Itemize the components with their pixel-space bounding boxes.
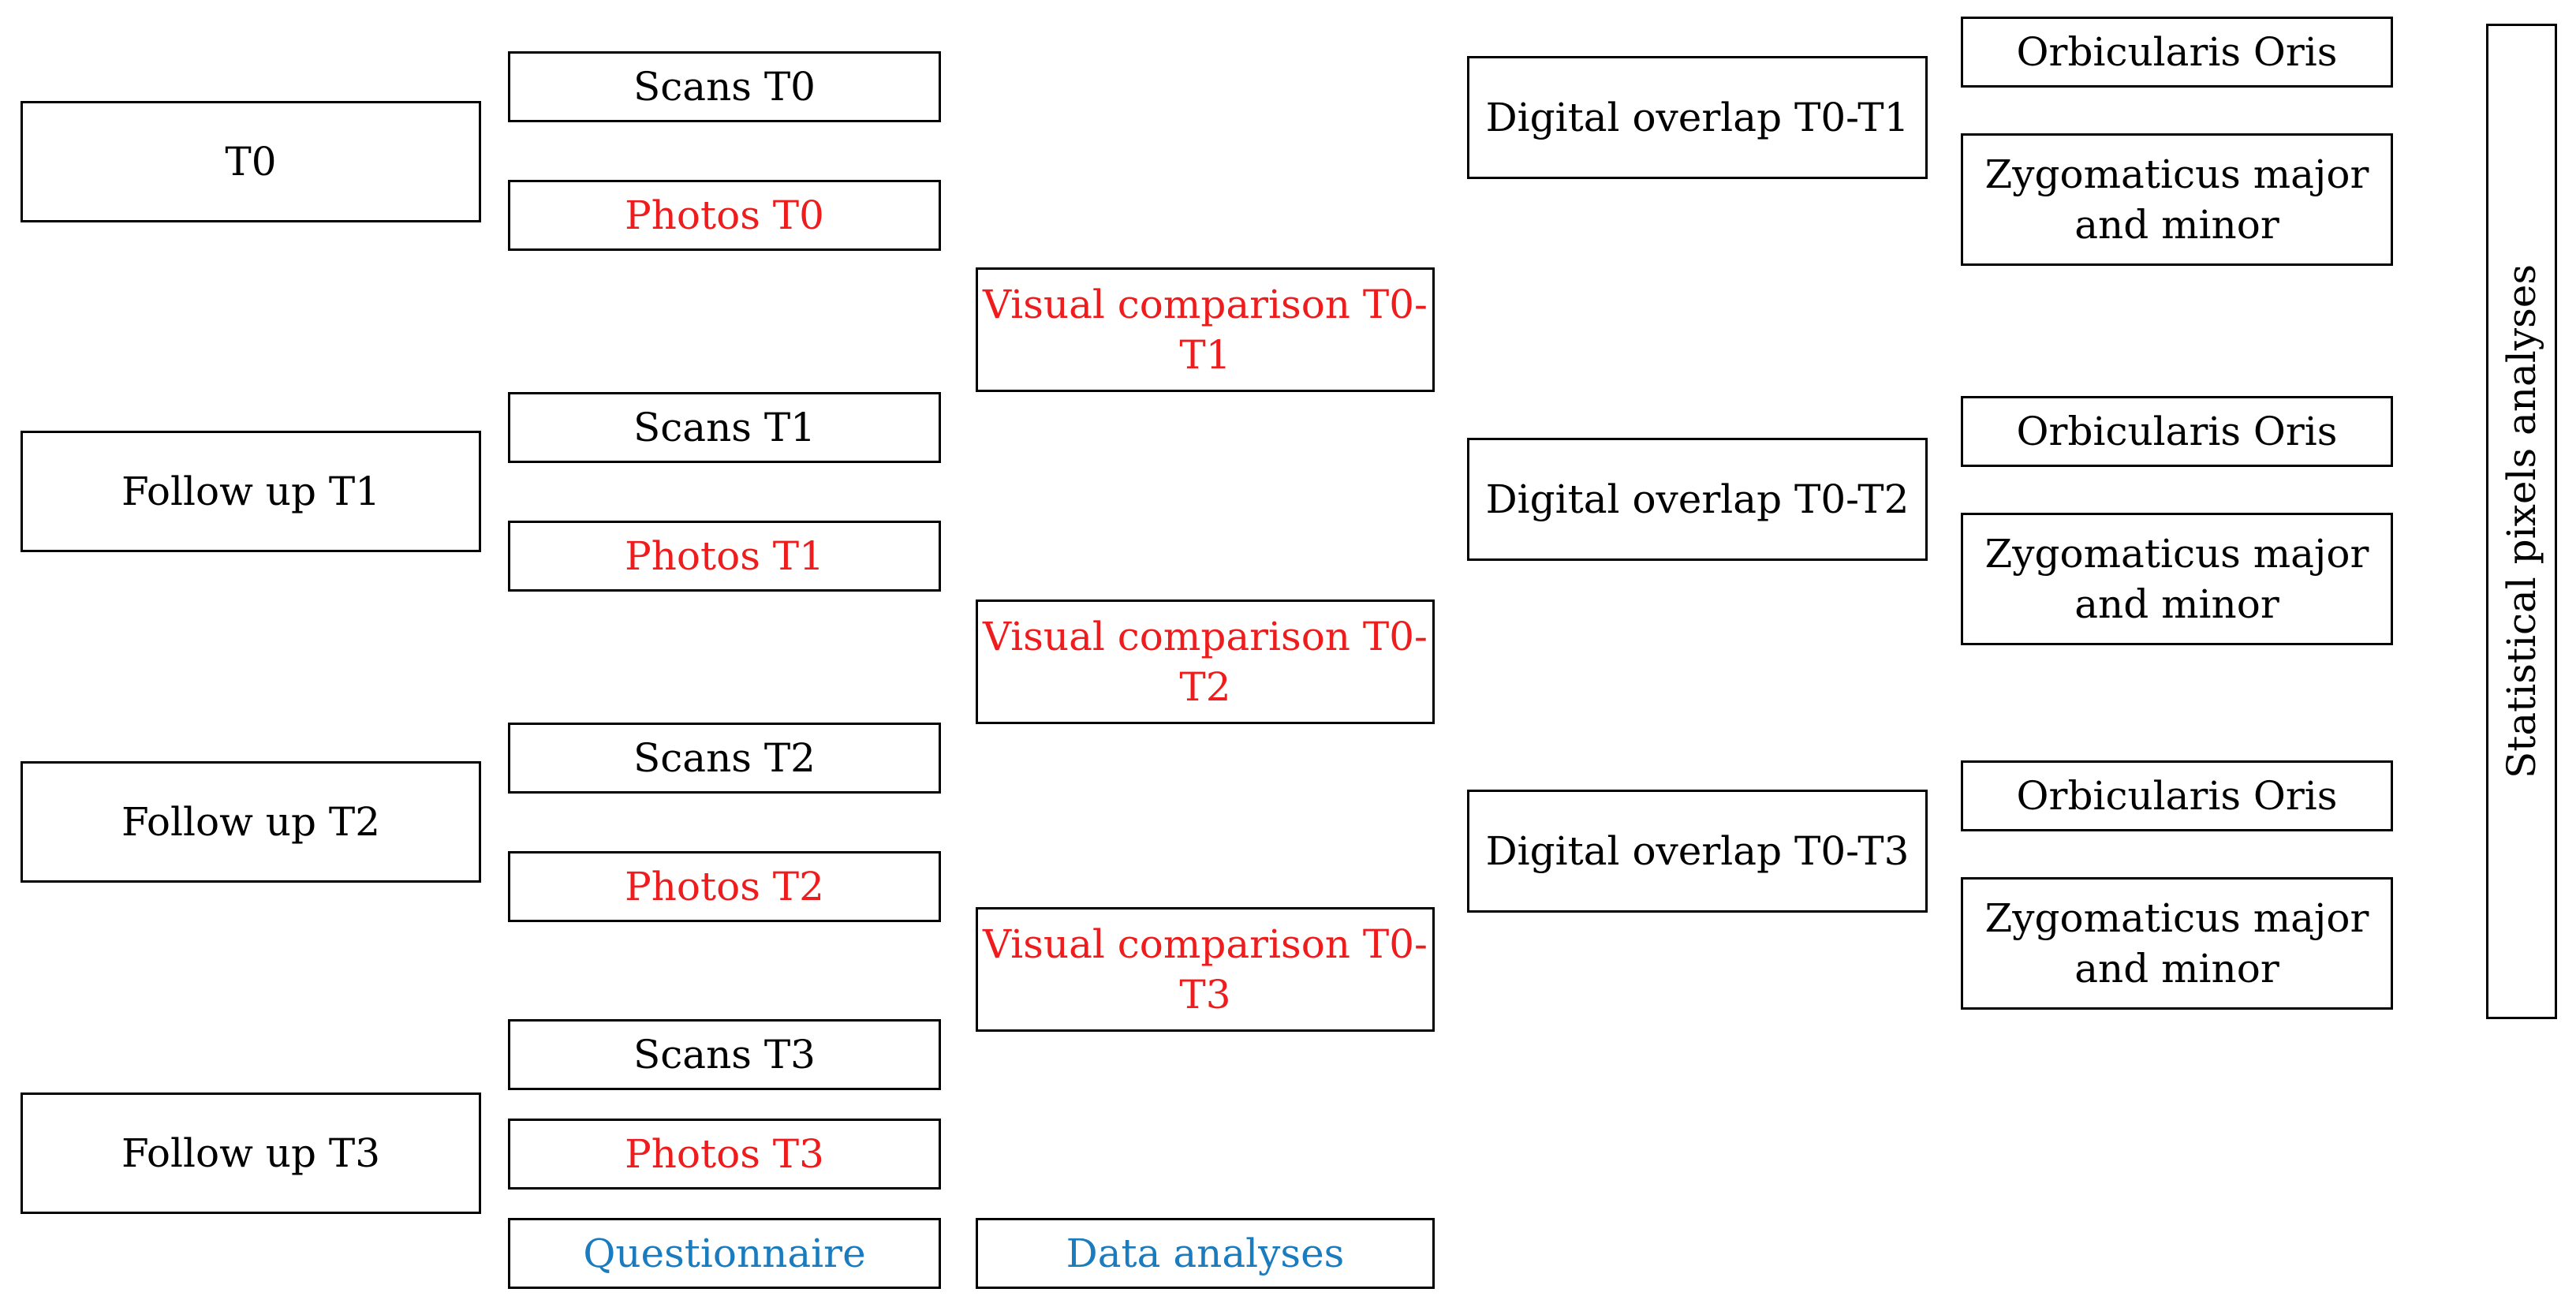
orbicularis-oris-3: Orbicularis Oris xyxy=(1961,760,2393,831)
data-analyses-box: Data analyses xyxy=(976,1218,1435,1289)
photos-t3-box: Photos T3 xyxy=(508,1119,941,1190)
orbicularis-oris-3-label: Orbicularis Oris xyxy=(2016,773,2338,819)
digital-overlap-t0-t3: Digital overlap T0-T3 xyxy=(1467,790,1928,913)
scans-t0-box: Scans T0 xyxy=(508,51,941,122)
timepoint-follow-up-t1: Follow up T1 xyxy=(21,431,481,552)
photos-t0-label: Photos T0 xyxy=(625,192,824,238)
digital-overlap-t0-t2-label: Digital overlap T0-T2 xyxy=(1485,476,1910,522)
timepoint-follow-up-t2: Follow up T2 xyxy=(21,761,481,883)
digital-overlap-t0-t2: Digital overlap T0-T2 xyxy=(1467,438,1928,561)
scans-t0-label: Scans T0 xyxy=(633,64,816,110)
digital-overlap-t0-t1: Digital overlap T0-T1 xyxy=(1467,56,1928,179)
visual-comparison-t0-t1-label: Visual comparison T0-T1 xyxy=(983,282,1428,378)
timepoint-follow-up-t3-label: Follow up T3 xyxy=(121,1130,381,1176)
photos-t2-label: Photos T2 xyxy=(625,864,824,909)
photos-t1-box: Photos T1 xyxy=(508,521,941,592)
visual-comparison-t0-t3-label: Visual comparison T0-T3 xyxy=(983,921,1428,1018)
statistical-pixels-analyses-box: Statistical pixels analyses xyxy=(2486,24,2557,1019)
visual-comparison-t0-t2-label: Visual comparison T0-T2 xyxy=(983,614,1428,710)
data-analyses-label: Data analyses xyxy=(1066,1231,1345,1276)
timepoint-follow-up-t3: Follow up T3 xyxy=(21,1092,481,1214)
orbicularis-oris-2: Orbicularis Oris xyxy=(1961,396,2393,467)
digital-overlap-t0-t1-label: Digital overlap T0-T1 xyxy=(1485,95,1910,140)
orbicularis-oris-1: Orbicularis Oris xyxy=(1961,17,2393,88)
photos-t2-box: Photos T2 xyxy=(508,851,941,922)
photos-t1-label: Photos T1 xyxy=(625,533,824,579)
orbicularis-oris-2-label: Orbicularis Oris xyxy=(2016,409,2338,454)
photos-t3-label: Photos T3 xyxy=(625,1131,824,1177)
scans-t3-label: Scans T3 xyxy=(633,1032,816,1078)
visual-comparison-t0-t2: Visual comparison T0-T2 xyxy=(976,599,1435,724)
photos-t0-box: Photos T0 xyxy=(508,180,941,251)
digital-overlap-t0-t3-label: Digital overlap T0-T3 xyxy=(1485,828,1910,874)
statistical-pixels-analyses-label: Statistical pixels analyses xyxy=(2499,264,2544,779)
scans-t1-box: Scans T1 xyxy=(508,392,941,463)
scans-t1-label: Scans T1 xyxy=(633,405,816,450)
timepoint-t0: T0 xyxy=(21,101,481,222)
questionnaire-label: Questionnaire xyxy=(583,1231,866,1276)
timepoint-follow-up-t1-label: Follow up T1 xyxy=(121,469,381,514)
timepoint-follow-up-t2-label: Follow up T2 xyxy=(121,799,381,845)
scans-t2-box: Scans T2 xyxy=(508,723,941,794)
visual-comparison-t0-t3: Visual comparison T0-T3 xyxy=(976,907,1435,1032)
timepoint-t0-label: T0 xyxy=(225,139,277,185)
scans-t2-label: Scans T2 xyxy=(633,735,816,781)
questionnaire-box: Questionnaire xyxy=(508,1218,941,1289)
scans-t3-box: Scans T3 xyxy=(508,1019,941,1090)
visual-comparison-t0-t1: Visual comparison T0-T1 xyxy=(976,267,1435,392)
orbicularis-oris-1-label: Orbicularis Oris xyxy=(2016,29,2338,75)
